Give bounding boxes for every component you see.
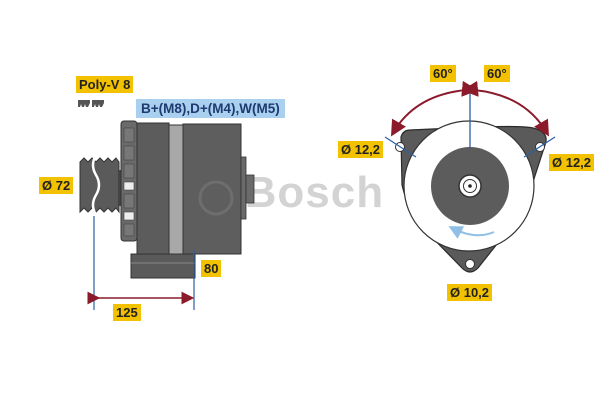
watermark-brand: Bosch bbox=[244, 168, 385, 217]
rotation-direction-icon bbox=[448, 226, 495, 239]
pulley-diameter-label: Ø 72 bbox=[39, 177, 74, 194]
angle-arrow-right bbox=[461, 80, 550, 137]
angle-arrow-left bbox=[390, 80, 479, 137]
belt-type-label: Poly-V 8 bbox=[76, 76, 134, 93]
front-view bbox=[384, 80, 556, 273]
pulley-icon bbox=[79, 154, 123, 216]
alternator-body bbox=[130, 122, 255, 279]
terminals-label: B+(M8),D+(M4),W(M5) bbox=[136, 99, 285, 118]
hole-bottom-icon bbox=[465, 259, 475, 269]
poly-v-belt-icon bbox=[78, 100, 104, 107]
angle-left-label: 60° bbox=[430, 65, 456, 82]
hole-right-label: Ø 12,2 bbox=[549, 154, 595, 171]
length-label: 125 bbox=[113, 304, 141, 321]
front-housing bbox=[120, 120, 138, 242]
length-dimension bbox=[87, 216, 195, 310]
side-view bbox=[78, 100, 255, 310]
angle-right-label: 60° bbox=[484, 65, 510, 82]
hole-left-label: Ø 12,2 bbox=[338, 141, 384, 158]
mount-height-label: 80 bbox=[201, 260, 222, 277]
hole-bottom-label: Ø 10,2 bbox=[447, 284, 493, 301]
